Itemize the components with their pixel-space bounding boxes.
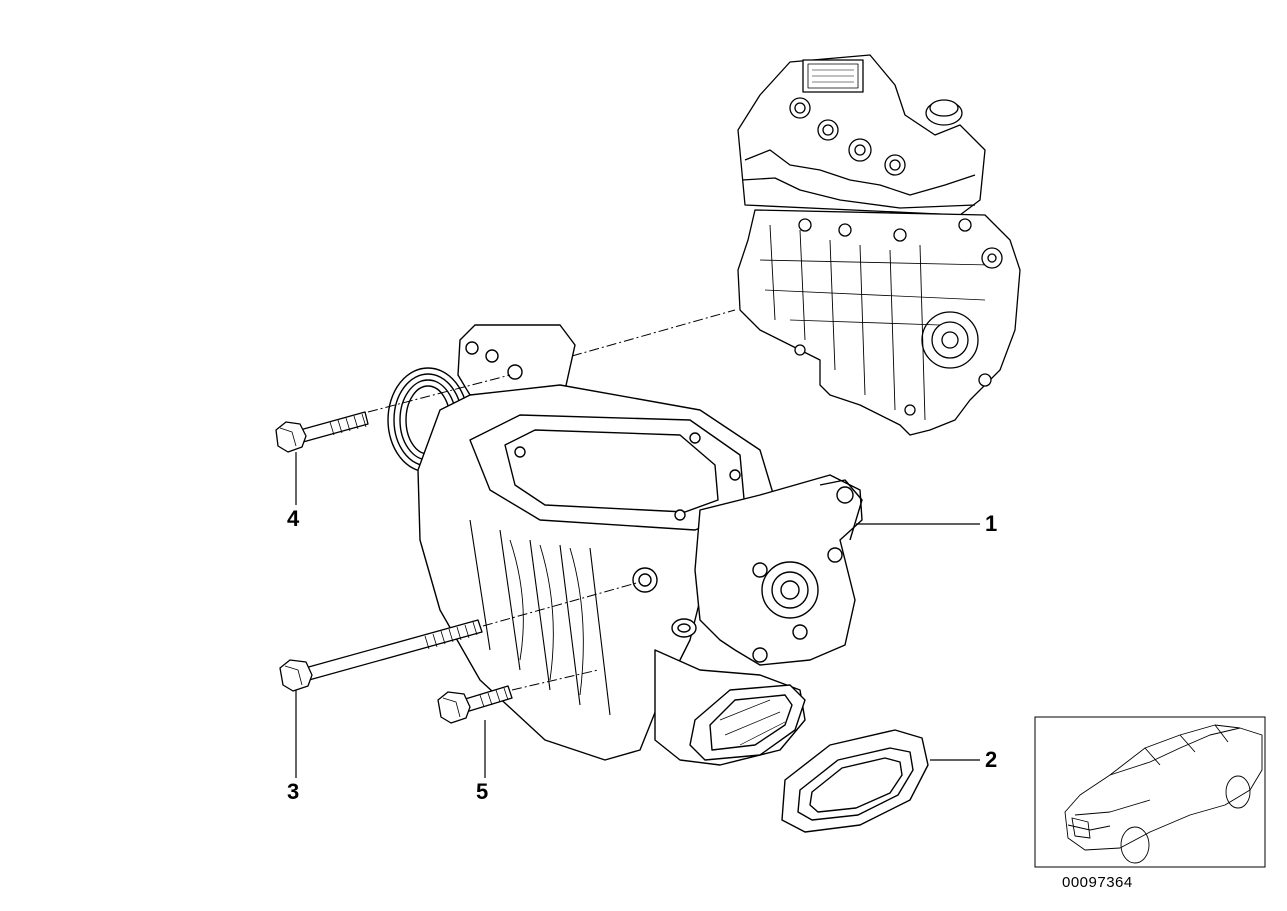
callout-5: 5 (476, 779, 489, 804)
engine-block-illustration (737, 54, 1021, 436)
supercharger-illustration (387, 324, 863, 766)
bolt-5-illustration (437, 685, 513, 724)
callout-lines (295, 452, 980, 778)
callout-1: 1 (985, 511, 998, 536)
callout-2: 2 (985, 747, 998, 772)
callout-4: 4 (287, 506, 300, 531)
bolt-4-illustration (275, 411, 369, 453)
diagram-reference-code: 00097364 (1062, 874, 1133, 891)
bolt4-leader-line (367, 374, 511, 413)
bolt3-leader-line (482, 581, 641, 627)
gasket-illustration (781, 729, 929, 833)
engine-leader-line (571, 309, 736, 357)
bolt5-leader-line (511, 669, 599, 691)
car-thumbnail-icon (1034, 716, 1266, 868)
bolt-3-illustration (279, 619, 483, 692)
callout-3: 3 (287, 779, 300, 804)
